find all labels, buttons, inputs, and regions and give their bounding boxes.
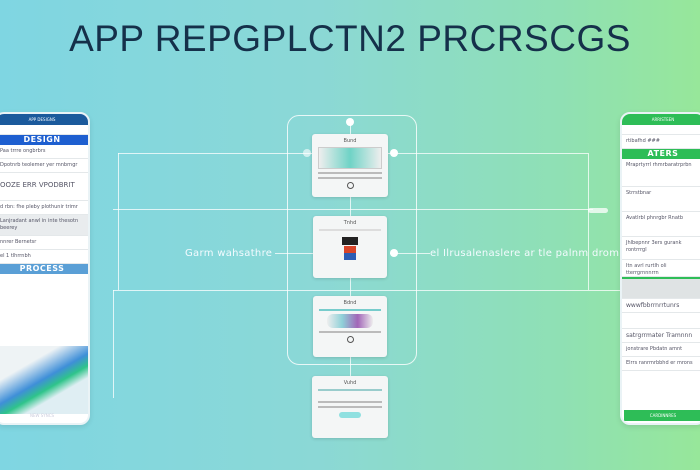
left-flow-label: Garm wahsathre: [185, 248, 273, 259]
device-icon: [342, 237, 358, 245]
node-dot: [390, 149, 398, 157]
connector-line: [275, 253, 315, 254]
list-item[interactable]: Avatlrbl phnrgbr Rnatb: [622, 212, 700, 237]
process-card-1[interactable]: Bund: [312, 134, 388, 197]
list-item[interactable]: Strrstbnar: [622, 187, 700, 212]
list-item[interactable]: jonstrare Pbdatn amnt: [622, 343, 700, 357]
node-dot: [303, 149, 311, 157]
power-icon: [346, 182, 354, 189]
progress-bar: PROCESS: [0, 264, 88, 274]
list-item[interactable]: Itn avrl rurtlh oli tterrgrnnnrrn: [622, 260, 700, 277]
connector-line: [113, 290, 623, 291]
phone-header: ARRISTEEN: [622, 114, 700, 125]
app-icon: [344, 246, 356, 260]
connector-line: [390, 253, 430, 254]
card-label: Bdnd: [343, 300, 357, 306]
card-image: [318, 147, 382, 169]
right-flow-label: el Ilrusalenaslere ar tle palnm drom: [430, 248, 620, 259]
list-item[interactable]: el 1 tlhrrnbh: [0, 250, 88, 264]
card-image: [327, 314, 373, 328]
phone-footer: NEW SYNCS: [29, 413, 55, 418]
list-item[interactable]: Dpotnrb teolemer yer mnbrngr: [0, 159, 88, 173]
list-item[interactable]: OOZE ERR VPODBRIT: [0, 173, 88, 201]
node-dot: [390, 249, 398, 257]
phone-footer-button[interactable]: CARDINNRES: [624, 410, 700, 421]
process-group-frame: [287, 115, 417, 365]
connector-line: [118, 153, 119, 290]
page-title: APP REPGPLCTN2 PRCRSCGS: [69, 18, 631, 59]
card-label: Tnhd: [343, 220, 357, 226]
left-phone-mockup: APP DESIGNS DESIGN Paa trrre ongbrbrs Dp…: [0, 112, 90, 425]
list-item[interactable]: d rbn: fhe pleby plothunir trimr: [0, 201, 88, 215]
list-item[interactable]: Paa trrre ongbrbrs: [0, 145, 88, 159]
card-label: Bund: [343, 138, 357, 144]
power-icon: [346, 336, 354, 343]
list-item[interactable]: nnrer Bernetsr: [0, 236, 88, 250]
list-item[interactable]: Lanjradant anwl in inte thesotn beerey: [0, 215, 88, 236]
list-item[interactable]: rtibafhd ###: [622, 135, 700, 149]
right-phone-mockup: ARRISTEEN rtibafhd ### ATERS Mraprtyrrl …: [620, 112, 700, 425]
phone-band: DESIGN: [0, 135, 88, 145]
list-item[interactable]: wwwfbbrrnrrtunrs: [622, 299, 700, 313]
action-button[interactable]: [339, 412, 361, 418]
node-dot: [346, 118, 354, 126]
phone-header: APP DESIGNS: [0, 114, 88, 125]
connector-line: [113, 209, 593, 210]
connector-arrow: [588, 208, 608, 213]
list-item[interactable]: Mraprtyrrl rhmrbaratrprbn: [622, 159, 700, 187]
list-item[interactable]: satrgrrmater Tramnnn: [622, 329, 700, 343]
list-item[interactable]: Jhlbepnnr 3ers gurank rontrrrgl: [622, 237, 700, 260]
connector-line: [113, 290, 114, 398]
process-card-4[interactable]: Vuhd: [312, 376, 388, 438]
hero-image: [0, 346, 88, 414]
list-item[interactable]: Elrrs ranrmrbbhd er mrons: [622, 357, 700, 371]
process-card-3[interactable]: Bdnd: [313, 296, 387, 357]
process-card-2[interactable]: Tnhd: [313, 216, 387, 278]
phone-band: ATERS: [622, 149, 700, 159]
card-label: Vuhd: [343, 380, 357, 386]
connector-line: [588, 153, 589, 290]
